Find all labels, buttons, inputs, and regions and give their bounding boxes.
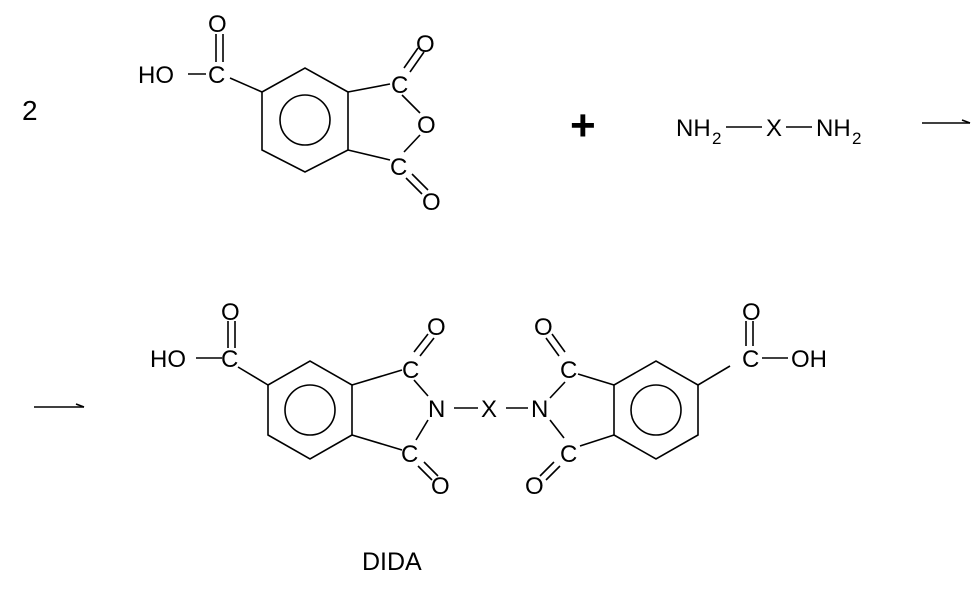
bond-c-o-bottom-2 xyxy=(411,173,429,191)
atom-imide-n-left: N xyxy=(428,396,445,423)
benzene-ring-left xyxy=(267,360,353,460)
atom-imide-c-bottom-right: C xyxy=(560,441,577,468)
aromatic-circle xyxy=(279,94,331,146)
atom-carboxyl-c-left: C xyxy=(221,346,238,373)
atom-imide-o-top-left: O xyxy=(427,314,446,341)
bond-c-o-top-2 xyxy=(409,51,425,73)
bond-ring-carboxyl xyxy=(229,77,263,93)
plus-sign: + xyxy=(570,101,596,150)
bond-ring-carboxyl-left xyxy=(237,366,269,386)
benzene-ring xyxy=(261,67,349,173)
bond-c-o-ring-bottom xyxy=(403,134,421,153)
bond-imide-o-bottom-left-2 xyxy=(423,461,439,477)
bond-imide-o-top-left-1 xyxy=(413,333,429,353)
atom-imide-o-bottom-right: O xyxy=(525,473,544,500)
bond-ring-c-top-left xyxy=(351,369,403,386)
bond-c-o-ring-top xyxy=(401,94,421,114)
bond-imide-o-bottom-left-1 xyxy=(417,465,433,481)
atom-imide-n-right: N xyxy=(531,396,548,423)
atom-anhydride-c-top: C xyxy=(391,72,408,99)
stoichiometric-coefficient: 2 xyxy=(22,95,38,126)
bond-ring-c-top-right xyxy=(577,373,615,386)
atom-imide-c-bottom-left: C xyxy=(401,441,418,468)
bond-ring-c-bottom-left xyxy=(351,434,403,451)
bond-ring-c-bottom xyxy=(347,149,391,161)
reaction-arrow-top xyxy=(922,119,971,124)
bond-ring-c-bottom-right xyxy=(579,434,615,447)
atom-nh-right: NH xyxy=(816,115,851,142)
atom-imide-c-top-right: C xyxy=(560,357,577,384)
atom-x-diamine: X xyxy=(766,115,782,142)
bond-c-o-bottom-1 xyxy=(405,177,423,195)
atom-anhydride-c-bottom: C xyxy=(390,154,407,181)
product-dida: HO C O C O N C O X N C O C O C O OH xyxy=(150,299,827,500)
atom-imide-o-top-right: O xyxy=(534,314,553,341)
reaction-arrow-bottom xyxy=(34,403,85,408)
atom-oh-product: OH xyxy=(791,346,827,373)
atom-imide-o-bottom-left: O xyxy=(431,473,450,500)
bond-imide-o-bottom-right-1 xyxy=(545,465,561,481)
atom-carboxyl-o-right: O xyxy=(742,299,761,326)
atom-imide-c-top-left: C xyxy=(402,357,419,384)
bond-imide-o-top-right-2 xyxy=(545,337,560,357)
subscript-2-left: 2 xyxy=(712,129,721,148)
bond-ring-c-top xyxy=(347,83,391,93)
bond-c-n-bottom-left xyxy=(415,419,429,441)
atom-carboxyl-o-left: O xyxy=(221,299,240,326)
atom-anhydride-o-top: O xyxy=(416,31,435,58)
bond-imide-o-bottom-right-2 xyxy=(539,461,555,477)
product-label: DIDA xyxy=(362,548,422,576)
atom-carboxyl-c-right: C xyxy=(742,346,759,373)
bond-c-n-bottom-right xyxy=(549,419,565,439)
atom-anhydride-o-bottom: O xyxy=(422,189,441,216)
subscript-2-right: 2 xyxy=(852,129,861,148)
atom-anhydride-ring-o: O xyxy=(417,112,436,139)
bond-c-o-top-1 xyxy=(403,47,419,69)
aromatic-circle-left xyxy=(284,384,336,436)
benzene-ring-right xyxy=(613,360,699,460)
aromatic-circle-right xyxy=(630,384,682,436)
bond-ring-carboxyl-right xyxy=(697,365,731,386)
bond-imide-o-top-right-1 xyxy=(551,333,566,353)
bond-c-n-top-left xyxy=(413,379,429,397)
atom-x-product: X xyxy=(481,396,497,423)
atom-ho: HO xyxy=(138,62,174,89)
atom-ho-product: HO xyxy=(150,346,186,373)
bond-imide-o-top-left-2 xyxy=(419,337,435,357)
atom-carboxyl-o: O xyxy=(208,11,227,38)
trimellitic-anhydride: HO C O C O O C O xyxy=(138,11,441,216)
atom-nh-left: NH xyxy=(676,115,711,142)
atom-carboxyl-c: C xyxy=(208,62,225,89)
bond-c-n-top-right xyxy=(549,381,566,399)
diamine: NH 2 X NH 2 xyxy=(676,115,861,148)
